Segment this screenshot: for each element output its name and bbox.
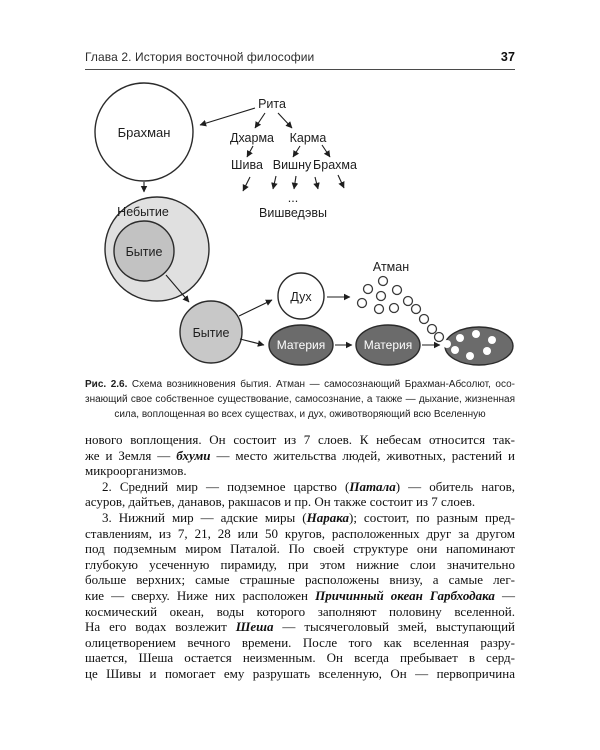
karma-label: Карма (290, 131, 327, 145)
ellipsis-label: ... (288, 191, 298, 205)
body-line: 2. Средний мир — подземное царство (Пата… (102, 478, 515, 494)
caption-line: знающий свое собственное существование, … (85, 394, 515, 406)
arrow-rita-dharma (254, 112, 266, 129)
bytie-inner-circle (113, 220, 175, 282)
brahman-label: Брахман (118, 125, 171, 140)
vishvedevy-label: Вишведэвы (259, 206, 327, 220)
page-header: Глава 2. История восточной философии 37 (85, 50, 515, 64)
arrow-rita-brahman (199, 107, 256, 127)
body-line: ставлениям, из 7, 21, 28 или 50 кругов, … (85, 525, 515, 541)
bytie-lower-circle (179, 300, 243, 364)
body-line: асуров, дайтьев, данавов, ракшасов и пр.… (85, 494, 476, 510)
arrow-bytie-bytie (165, 274, 190, 303)
caption-line: Рис. 2.6. Схема возникновения бытия. Атм… (85, 379, 515, 390)
atman-label: Атман (373, 260, 409, 274)
arrow-dharma-shiva (246, 145, 254, 158)
arrow-down-2 (271, 175, 278, 190)
body-line: же и Земля — бхуми — место жительства лю… (85, 447, 515, 463)
arrow-rita-karma (277, 112, 293, 129)
page-number: 37 (500, 50, 515, 64)
nebytie-label: Небытие (117, 205, 169, 219)
body-line: олицетворением вечного времени. После то… (85, 634, 515, 650)
body-line: 3. Нижний мир — адские миры (Нарака); со… (102, 509, 515, 525)
vishnu-label: Вишну (273, 158, 312, 172)
materia-2-ellipse (355, 324, 421, 366)
figure-diagram: Брахман Рита Дхарма Карма Шива Вишну Бра… (94, 82, 514, 366)
arrow-bytie-materia (239, 338, 265, 347)
shiva-label: Шива (231, 158, 263, 172)
header-rule (85, 69, 515, 70)
body-line: це Шивы и помогает ему разрушать вселенн… (85, 665, 515, 681)
rita-label: Рита (258, 97, 286, 111)
materia-2-label: Материя (364, 338, 412, 352)
body-line: На его водах возлежит Шеша — тысячеголов… (85, 619, 515, 635)
materia-1-ellipse (268, 324, 334, 366)
arrow-karma-vishnu (292, 145, 301, 158)
materia-1-label: Материя (277, 338, 325, 352)
body-line: под подземным миром Паталой. По своей ст… (85, 541, 515, 557)
brahman-circle (94, 82, 194, 182)
body-line: больше верхних; самые страшные расположе… (85, 572, 515, 588)
chapter-title: Глава 2. История восточной философии (85, 50, 315, 64)
body-line: глубокую усеченную пирамиду, при этом ни… (85, 556, 515, 572)
duh-circle (277, 272, 325, 320)
souls-in-matter-ellipse (443, 326, 514, 366)
body-text: нового воплощения. Он состоит из 7 слоев… (85, 432, 515, 682)
arrow-bytie-duh (238, 299, 273, 317)
figure-caption: Рис. 2.6. Схема возникновения бытия. Атм… (85, 377, 515, 423)
body-line: шается, Шеша остается неизменным. Он все… (85, 650, 515, 666)
brahma-label: Брахма (313, 158, 357, 172)
arrow-down-1 (242, 176, 251, 192)
atman-soul-cloud (356, 275, 445, 343)
body-line: кие — сверху. Ниже них расположен Причин… (85, 587, 516, 603)
bytie-lower-label: Бытие (193, 326, 230, 340)
caption-line: сила, воплощенная во всех существах, и д… (114, 409, 486, 421)
bytie-inner-label: Бытие (126, 245, 163, 259)
arrow-down-5 (337, 174, 345, 189)
body-line: нового воплощения. Он состоит из 7 слоев… (85, 432, 515, 447)
body-line: микроорганизмов. (85, 463, 187, 479)
arrow-down-3 (291, 175, 299, 190)
body-line: космический океан, воды которого заполня… (85, 603, 515, 619)
arrow-karma-brahma (321, 144, 331, 158)
arrow-down-4 (313, 176, 320, 190)
dharma-label: Дхарма (230, 131, 274, 145)
duh-label: Дух (290, 290, 312, 304)
